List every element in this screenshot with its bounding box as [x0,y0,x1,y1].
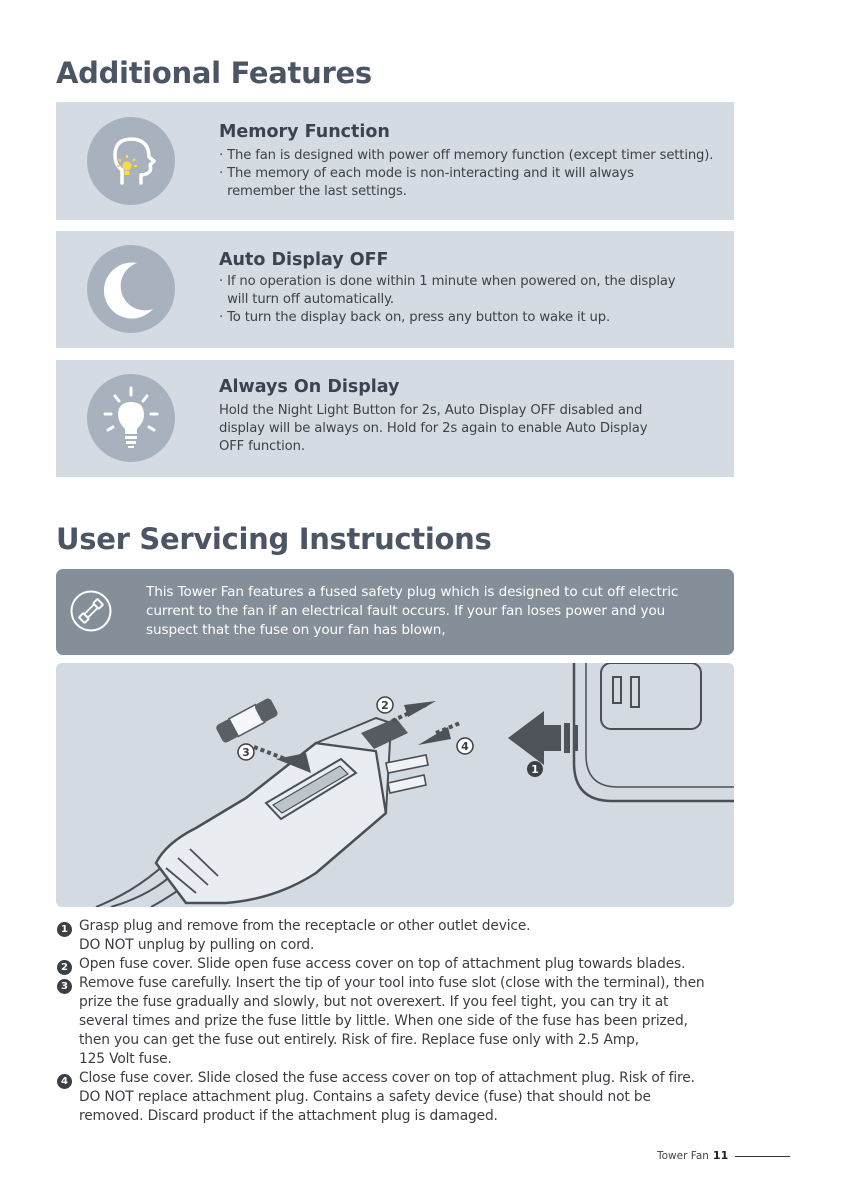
step-text: Close fuse cover. Slide closed the fuse … [79,1070,695,1086]
step-badge-3: 3 [57,979,72,994]
fuse-notice: This Tower Fan features a fused safety p… [56,569,734,655]
step-badge-2: 2 [57,960,72,975]
pull-arrow [508,711,561,765]
step-text: removed. Discard product if the attachme… [79,1108,498,1124]
marker-4: 4 [461,740,469,753]
step-text: 125 Volt fuse. [79,1051,172,1067]
step-badge-1: 1 [57,922,72,937]
feature-text: remember the last settings. [219,184,407,199]
notice-text: current to the fan if an electrical faul… [146,603,666,619]
feature-title: Auto Display OFF [219,250,389,270]
marker-1: 1 [531,763,539,776]
fuse-icon [69,589,113,633]
fuse [216,698,278,743]
head-bulb-icon [87,117,175,205]
feature-text: OFF function. [219,439,305,454]
fused-plug [154,717,429,905]
feature-text: display will be always on. Hold for 2s a… [219,421,648,436]
step-text: DO NOT unplug by pulling on cord. [79,937,315,953]
step-badge-4: 4 [57,1074,72,1089]
feature-title: Always On Display [219,377,400,397]
feature-text: · The fan is designed with power off mem… [219,148,714,163]
step-text: Grasp plug and remove from the receptacl… [79,918,531,934]
feature-text: will turn off automatically. [219,292,394,307]
feature-text: Hold the Night Light Button for 2s, Auto… [219,403,643,418]
step-text: Open fuse cover. Slide open fuse access … [79,956,686,972]
step-text: several times and prize the fuse little … [79,1013,688,1029]
fuse-replacement-illustration: 2 3 4 1 [56,663,734,907]
feature-panel-memory: Memory Function · The fan is designed wi… [56,102,734,220]
marker-3: 3 [242,746,250,759]
notice-text: This Tower Fan features a fused safety p… [146,584,679,600]
section-title-user-servicing: User Servicing Instructions [56,522,492,556]
footer-rule [735,1156,790,1157]
feature-title: Memory Function [219,122,390,142]
footer-product: Tower Fan [657,1150,709,1162]
feature-text: · If no operation is done within 1 minut… [219,274,676,289]
section-title-additional-features: Additional Features [56,56,372,90]
close-cover-arrow [418,727,451,745]
step-text: prize the fuse gradually and slowly, but… [79,994,669,1010]
wall-outlet [572,663,734,803]
page-number: 11 [712,1149,729,1162]
feature-panel-always-on: Always On Display Hold the Night Light B… [56,360,734,477]
feature-text: · The memory of each mode is non-interac… [219,166,634,181]
moon-icon [87,245,175,333]
step-text: DO NOT replace attachment plug. Contains… [79,1089,651,1105]
feature-text: · To turn the display back on, press any… [219,310,611,325]
lightbulb-icon [87,374,175,462]
notice-text: suspect that the fuse on your fan has bl… [146,622,446,638]
marker-2: 2 [381,699,389,712]
step-text: then you can get the fuse out entirely. … [79,1032,639,1048]
step-text: Remove fuse carefully. Insert the tip of… [79,975,705,991]
feature-panel-auto-display: Auto Display OFF · If no operation is do… [56,231,734,348]
